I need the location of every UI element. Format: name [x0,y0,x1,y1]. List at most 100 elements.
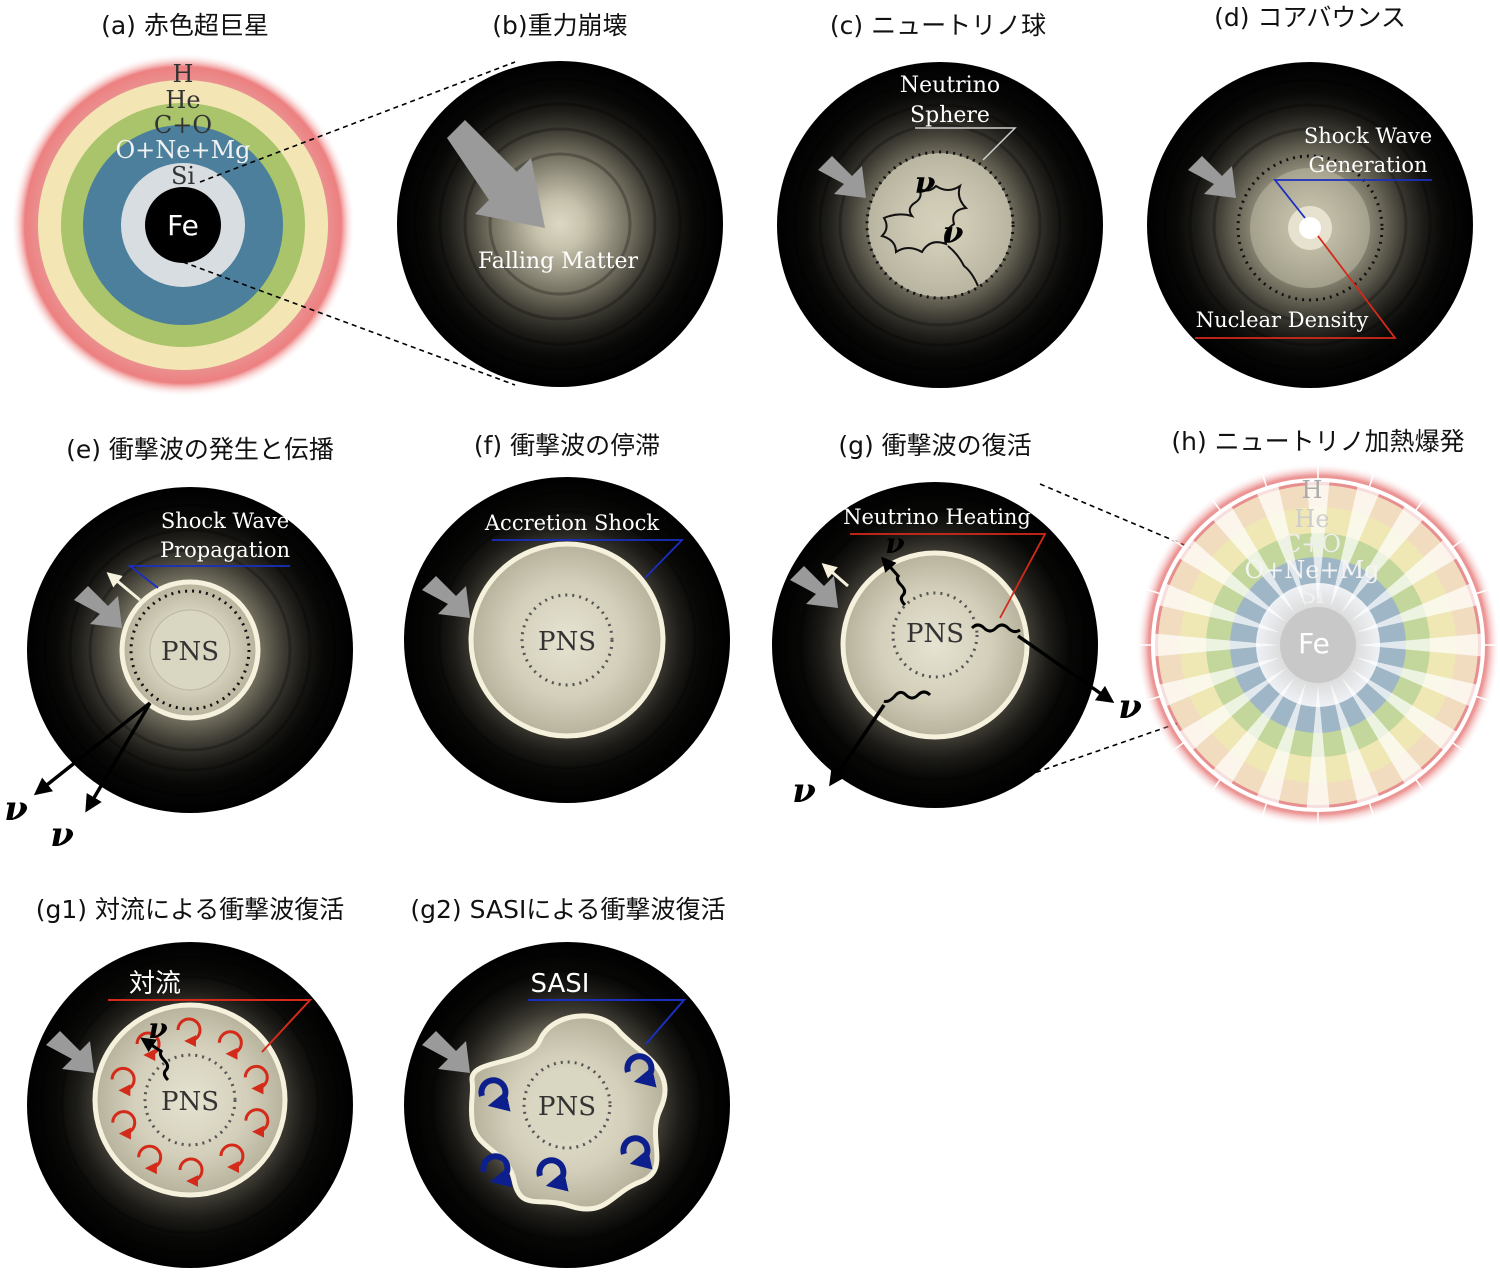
explosion-ray [1358,633,1483,657]
neutrino-symbol: ν [943,216,964,251]
sasi-arrow [620,1135,653,1170]
neutrino-escape-arrow [85,702,152,813]
zoom-line-g-h-top [1039,483,1306,597]
shock-generation-label-line1: Shock Wave [1304,124,1432,148]
neutrino-symbol: ν [885,527,904,560]
explosion-ray [1306,685,1330,810]
explosion-ray [1356,657,1479,707]
shock-front [119,579,261,721]
falling-matter-arrow [422,576,470,618]
neutrino-escape-arrow [881,556,901,578]
sasi-label: SASI [531,969,590,999]
convection-cell-arrow [243,1064,269,1095]
explosion-tick [1474,588,1490,595]
explosion-tick [1146,588,1162,595]
falling-matter-arrow [818,156,866,198]
explosion-tick [1414,498,1425,512]
zoom-line-a-b-top [199,61,516,183]
layer-h-label: H [173,60,194,88]
explosion-ray [1256,683,1306,806]
panel-a-title: (a) 赤色超巨星 [101,11,269,40]
neutrino-symbol: ν [792,771,816,811]
panel-c-title: (c) ニュートリノ球 [830,11,1046,40]
neutrino-symbol: ν [148,1012,167,1045]
convection-cell-arrow [110,1066,136,1097]
pns-label: PNS [161,1087,219,1117]
neutrino-heating-callout [850,533,1047,619]
shock-propagation-arrow [821,563,849,588]
layer-fe-label: Fe [1298,627,1330,660]
falling-matter-arrow [422,1031,470,1073]
layer-co-label: C+O [154,111,212,139]
pns-label: PNS [538,627,596,657]
convection-cell-arrow [135,1031,161,1061]
explosion-tick [1261,801,1268,817]
neutrino-sphere-boundary [1236,154,1384,302]
explosion-tick [1171,741,1185,752]
explosion-ray [1178,538,1286,622]
neutrino-symbol: ν [4,789,28,829]
sasi-arrow [480,1153,513,1188]
explosion-tick [1368,473,1375,489]
falling-matter-arrow [790,566,838,608]
neutrino-escape-arrow [1017,634,1115,703]
convection-cell-arrow [137,1144,163,1175]
panel-g-core: PNS ν ν ν Neutrino Heating [772,482,1142,811]
explosion-ray [1157,583,1280,633]
explosion-ray [1153,633,1278,657]
shock-propagation-arrow [106,572,141,602]
neutrino-sphere-boundary [522,1060,612,1150]
panel-f-title: (f) 衝撃波の停滞 [474,431,660,460]
sasi-arrow [536,1157,569,1192]
panel-d-title: (d) コアバウンス [1214,3,1406,32]
explosion-tick [1368,801,1375,817]
explosion-rays [1153,480,1483,810]
panel-g1-title: (g1) 対流による衝撃波復活 [36,895,344,924]
layer-he-label: He [1294,505,1329,533]
nuclear-density-callout [1195,235,1397,339]
panel-e-core: PNS Shock Wave Propagation ν ν [4,487,353,855]
neutrino-sphere-callout [915,127,1017,161]
convection-cell-arrow [178,1157,204,1187]
panel-a-star: H He C+O O+Ne+Mg Si Fe [11,53,355,397]
explosion-ray [1350,668,1458,752]
layer-h-label: H [1302,476,1323,504]
sasi-arrow [624,1053,657,1088]
neutrino-symbol: ν [50,815,74,855]
neutrino-random-walk [880,183,979,287]
panel-c-core: ν ν Neutrino Sphere [777,62,1103,388]
explosion-ray [1341,505,1425,613]
convection-cell-arrow [111,1110,137,1140]
explosion-tick [1451,538,1465,549]
convection-callout [108,999,313,1053]
neutrino-sphere-label-line1: Neutrino [900,73,1000,98]
neutrino-wiggle [158,1048,170,1082]
explosion-ray [1157,657,1280,707]
explosion-ray [1350,538,1458,622]
layer-co-label: C+O [1283,530,1341,558]
explosion-ray [1178,668,1286,752]
pns-label: PNS [161,637,219,667]
shock-propagation-callout [127,565,290,589]
explosion-tick [1474,695,1490,702]
panel-b-title: (b)重力崩壊 [492,11,627,40]
explosion-ticks [1138,465,1498,825]
layer-onemg-label: O+Ne+Mg [1244,556,1379,584]
accretion-shock-callout [492,539,685,579]
shock-propagation-label-line1: Shock Wave [161,509,289,533]
convection-cell-arrow [219,1143,245,1174]
panel-h-title: (h) ニュートリノ加熱爆発 [1171,427,1464,456]
neutrino-wiggle [883,690,932,703]
explosion-tick [1211,498,1222,512]
neutrino-sphere-label-line2: Sphere [910,103,990,128]
neutrino-escape-arrow [140,1037,163,1054]
explosion-tick [1171,538,1185,549]
sasi-sloshing-arrows [478,1053,657,1192]
panel-b-core: Falling Matter [397,61,723,387]
layer-onemg-label: O+Ne+Mg [115,136,250,164]
falling-matter-arrow [447,120,545,228]
falling-matter-arrow [46,1031,94,1073]
nuclear-density-label: Nuclear Density [1196,308,1369,332]
falling-matter-label: Falling Matter [478,249,639,274]
